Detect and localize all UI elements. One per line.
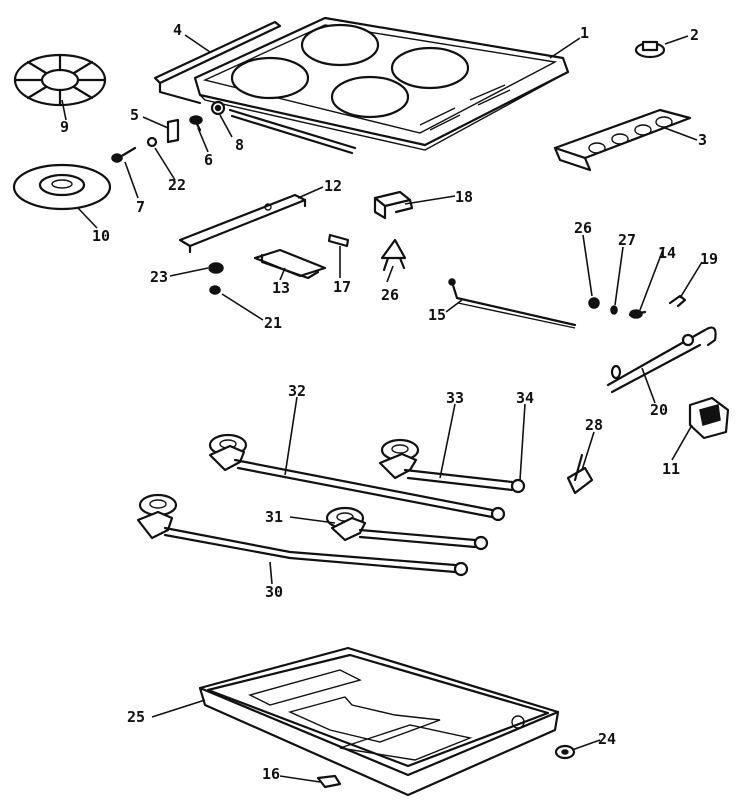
nut-21 [209,285,221,295]
callout-25: 25 [127,708,145,726]
burner-33 [378,438,526,494]
callout-26-side: 26 [574,219,592,237]
callout-11: 11 [662,460,680,478]
callout-31: 31 [265,508,283,526]
callout-33: 33 [446,389,464,407]
callout-24: 24 [598,730,616,748]
callout-19: 19 [700,250,718,268]
callout-14: 14 [658,244,676,262]
callout-3: 3 [698,131,707,149]
callout-1: 1 [580,24,589,42]
callout-16: 16 [262,765,280,783]
burner-bowl [12,163,112,211]
callout-6: 6 [204,151,213,169]
callout-21: 21 [264,314,282,332]
callout-2: 2 [690,26,699,44]
connector-block [373,190,414,220]
control-panel-bracket [553,108,692,172]
grommet-24 [554,744,576,760]
washer-22 [146,136,158,148]
callout-4: 4 [173,21,182,39]
nut-8 [210,100,226,116]
callout-13: 13 [272,279,290,297]
mounting-bracket [178,193,307,254]
callout-7: 7 [136,198,145,216]
callout-17: 17 [333,278,351,296]
pin-17 [327,233,350,248]
clip-5 [166,118,180,144]
callout-20: 20 [650,401,668,419]
burner-grate [13,53,107,107]
callout-15: 15 [428,306,446,324]
part-19 [668,294,687,308]
leader-lines [61,34,703,783]
lower-rod [228,108,357,155]
trim-strip [153,20,282,105]
callout-labels: 1 2 3 4 5 6 7 8 9 10 11 12 13 14 15 16 1… [60,21,718,783]
callout-30: 30 [265,583,283,601]
channel-bracket [253,248,327,280]
control-knob [634,40,666,59]
part-27 [610,305,618,315]
callout-10: 10 [92,227,110,245]
callout-5: 5 [130,106,139,124]
callout-27: 27 [618,231,636,249]
callout-9: 9 [60,118,69,136]
burner-30 [136,493,469,577]
callout-32: 32 [288,382,306,400]
callout-8: 8 [235,136,244,154]
burner-32 [208,433,506,522]
screw-6 [189,115,203,132]
callout-22: 22 [168,176,186,194]
callout-26-igniter: 26 [381,286,399,304]
nut-23 [208,262,224,274]
callout-23: 23 [150,268,168,286]
burner-box-25 [198,646,560,797]
part-14 [628,309,647,319]
callout-28: 28 [585,416,603,434]
manifold-20 [606,326,717,394]
bracket-29 [566,453,594,495]
igniter-26 [380,238,407,272]
valve-11 [688,396,730,440]
rod-15 [448,278,577,329]
cooktop-main-top [193,16,570,151]
clip-16 [316,774,342,789]
burner-31 [325,506,489,551]
part-28-top [588,297,600,309]
callout-18: 18 [455,188,473,206]
callout-34: 34 [516,389,534,407]
callout-12: 12 [324,177,342,195]
screw-7 [111,146,137,163]
